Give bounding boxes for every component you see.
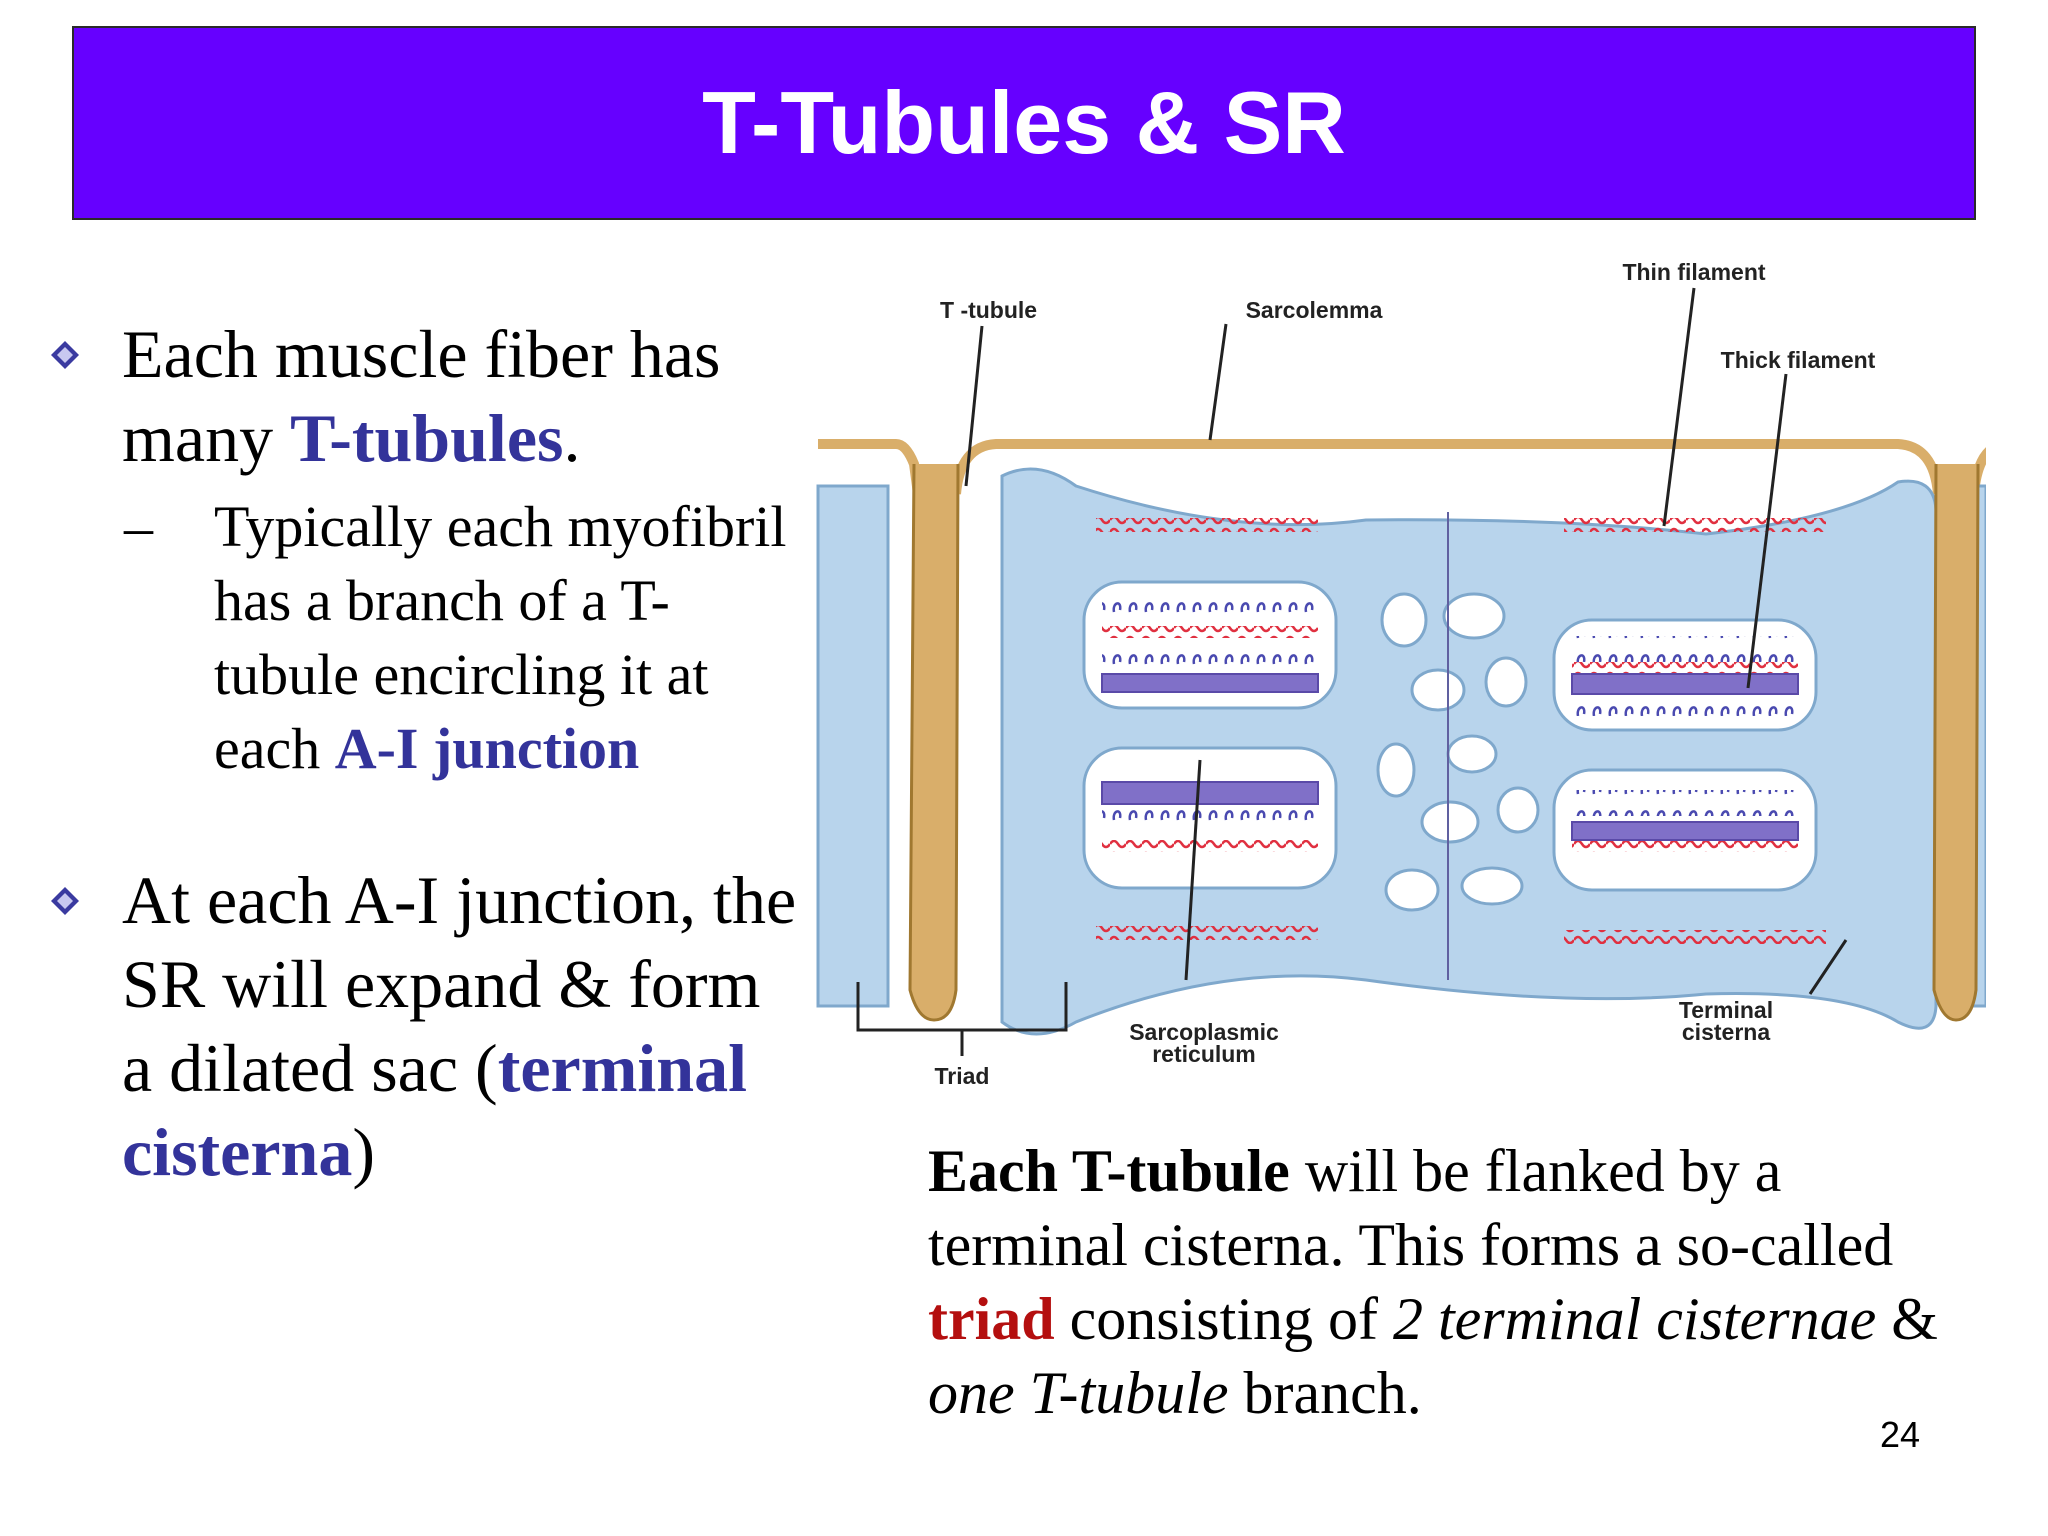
sub-bullet-1-text: Typically each myofibril has a branch of… bbox=[214, 494, 787, 781]
bullet-1-highlight: T-tubules bbox=[290, 400, 564, 476]
thick-filament bbox=[1101, 673, 1319, 693]
sarcolemma bbox=[951, 439, 1943, 495]
sub-bullet-1: – Typically each myofibril has a branch … bbox=[124, 490, 798, 786]
bullet-2-end: ) bbox=[352, 1114, 376, 1190]
diamond-bullet-icon bbox=[51, 341, 79, 369]
label-triad: Triad bbox=[935, 1063, 990, 1089]
label-cisterna: cisterna bbox=[1682, 1019, 1770, 1045]
label-thin-filament: Thin filament bbox=[1622, 259, 1765, 285]
bullet-2-text: At each A-I junction, the SR will expand… bbox=[122, 862, 797, 1106]
bullet-2: At each A-I junction, the SR will expand… bbox=[38, 858, 798, 1194]
t-tubule bbox=[1932, 463, 1980, 1022]
label-sarcolemma: Sarcolemma bbox=[1246, 297, 1383, 323]
sarcolemma bbox=[818, 439, 923, 495]
label-thick-filament: Thick filament bbox=[1721, 347, 1876, 373]
slide-title: T-Tubules & SR bbox=[702, 73, 1346, 172]
bullet-2-highlight: terminal cisterna bbox=[122, 1030, 747, 1190]
label-reticulum: reticulum bbox=[1152, 1041, 1256, 1067]
t-tubule-sr-diagram: T -tubule Sarcolemma Thin filament Thick… bbox=[816, 259, 1986, 1089]
page-number: 24 bbox=[1880, 1414, 1921, 1455]
label-t-tubule: T -tubule bbox=[940, 297, 1037, 323]
caption: Each T-tubule will be flanked by a termi… bbox=[928, 1134, 1948, 1430]
thick-filament bbox=[1571, 673, 1799, 695]
diamond-bullet-icon bbox=[51, 887, 79, 915]
t-tubule bbox=[908, 463, 960, 1022]
bullet-1-end: . bbox=[563, 400, 581, 476]
caption-bold: Each T-tubule bbox=[928, 1138, 1290, 1204]
bullet-1-text: Each muscle fiber has many bbox=[122, 316, 721, 476]
bullet-1: Each muscle fiber has many T-tubules. bbox=[38, 312, 798, 480]
label-sarcoplasmic: Sarcoplasmic bbox=[1129, 1019, 1279, 1045]
dash-bullet-icon: – bbox=[124, 494, 153, 559]
caption-italic-2: one T-tubule bbox=[928, 1360, 1229, 1426]
title-bar: T-Tubules & SR bbox=[72, 26, 1976, 220]
sub-bullet-1-highlight: A-I junction bbox=[334, 716, 640, 781]
caption-text-4: branch. bbox=[1228, 1360, 1422, 1426]
caption-text-1: will be flanked by a terminal cisterna. … bbox=[928, 1138, 1894, 1278]
label-terminal: Terminal bbox=[1679, 997, 1773, 1023]
bullet-list: Each muscle fiber has many T-tubules. – … bbox=[38, 312, 798, 1194]
caption-text-3: & bbox=[1876, 1286, 1938, 1352]
thick-filament bbox=[1101, 781, 1319, 805]
caption-italic-1: 2 terminal cisternae bbox=[1392, 1286, 1877, 1352]
thick-filament bbox=[1571, 821, 1799, 841]
caption-triad: triad bbox=[928, 1286, 1055, 1352]
caption-text-2: consisting of bbox=[1054, 1286, 1393, 1352]
